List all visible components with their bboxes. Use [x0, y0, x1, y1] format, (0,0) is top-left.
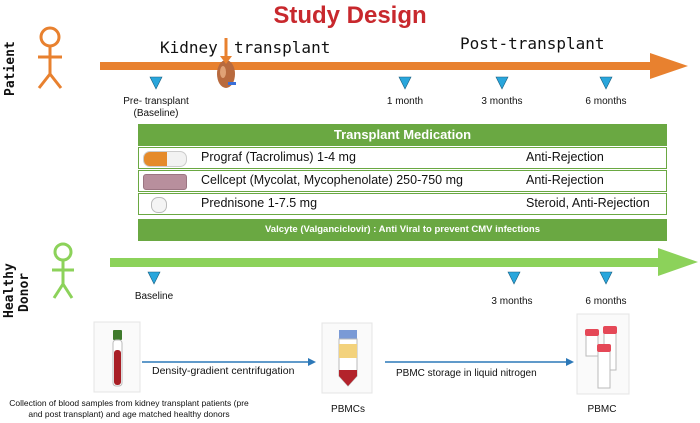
patient-marker-3-months: [495, 76, 509, 90]
timepoint-3-months: 3 months: [481, 96, 523, 107]
valcyte-row: Valcyte (Valganciclovir) : Anti Viral to…: [138, 219, 667, 241]
collection-text: Collection of blood samples from kidney …: [9, 398, 249, 419]
donor-side-label-2: Donor: [17, 272, 32, 312]
patient-marker-6-months: [599, 76, 613, 90]
blood-tube-icon: [93, 321, 141, 393]
medication-drug: Prograf (Tacrolimus) 1-4 mg: [201, 150, 356, 164]
pbmc-tube-icon: [321, 322, 373, 394]
diagram-title: Study Design: [273, 2, 427, 29]
patient-timeline-arrow: [100, 53, 688, 79]
medication-row: Prednisone 1-7.5 mg Steroid, Anti-Reject…: [138, 193, 667, 215]
donor-marker-baseline: [147, 271, 161, 285]
medication-row: Prograf (Tacrolimus) 1-4 mg Anti-Rejecti…: [138, 147, 667, 169]
pbmc-label: PBMC: [587, 404, 617, 415]
medication-use: Anti-Rejection: [526, 150, 604, 164]
donor-side-label-1: Healthy: [2, 263, 17, 318]
medication-drug: Cellcept (Mycolat, Mycophenolate) 250-75…: [201, 173, 463, 187]
donor-side-label: Healthy Donor: [2, 263, 32, 318]
medication-row: Cellcept (Mycolat, Mycophenolate) 250-75…: [138, 170, 667, 192]
medication-header: Transplant Medication: [138, 124, 667, 146]
post-transplant-label: Post-transplant: [460, 34, 605, 53]
timepoint-6-months: 6 months: [585, 96, 627, 107]
donor-timepoint-3-months: 3 months: [491, 296, 533, 307]
prednisone-tablet-icon: [151, 197, 167, 213]
pbmcs-label: PBMCs: [331, 404, 365, 415]
kidney-label: Kidney: [160, 38, 218, 57]
donor-figure-icon: [52, 242, 74, 299]
donor-timeline-arrow: [110, 248, 698, 276]
timepoint-pre-transplant-text: Pre- transplant: [123, 96, 189, 107]
centrifugation-label: Density-gradient centrifugation: [152, 365, 295, 377]
storage-label: PBMC storage in liquid nitrogen: [396, 368, 537, 379]
donor-timepoint-baseline: Baseline: [134, 291, 174, 302]
donor-marker-3-months: [507, 271, 521, 285]
kidney-icon: [217, 38, 236, 88]
transplant-label: transplant: [234, 38, 331, 57]
timepoint-baseline-text: (Baseline): [133, 108, 179, 119]
donor-timepoint-6-months: 6 months: [585, 296, 627, 307]
medication-use: Steroid, Anti-Rejection: [526, 196, 650, 210]
patient-marker-1-month: [398, 76, 412, 90]
medication-use: Anti-Rejection: [526, 173, 604, 187]
cryovials-icon: [576, 313, 630, 395]
patient-side-label: Patient: [3, 41, 18, 96]
cellcept-tablet-icon: [143, 174, 187, 190]
timepoint-pre-transplant: Pre- transplant (Baseline): [116, 96, 196, 120]
patient-marker-baseline: [149, 76, 163, 90]
patient-figure-icon: [37, 26, 63, 89]
donor-marker-6-months: [599, 271, 613, 285]
prograf-capsule-icon: [143, 151, 187, 167]
medication-drug: Prednisone 1-7.5 mg: [201, 196, 318, 210]
timepoint-1-month: 1 month: [386, 96, 424, 107]
